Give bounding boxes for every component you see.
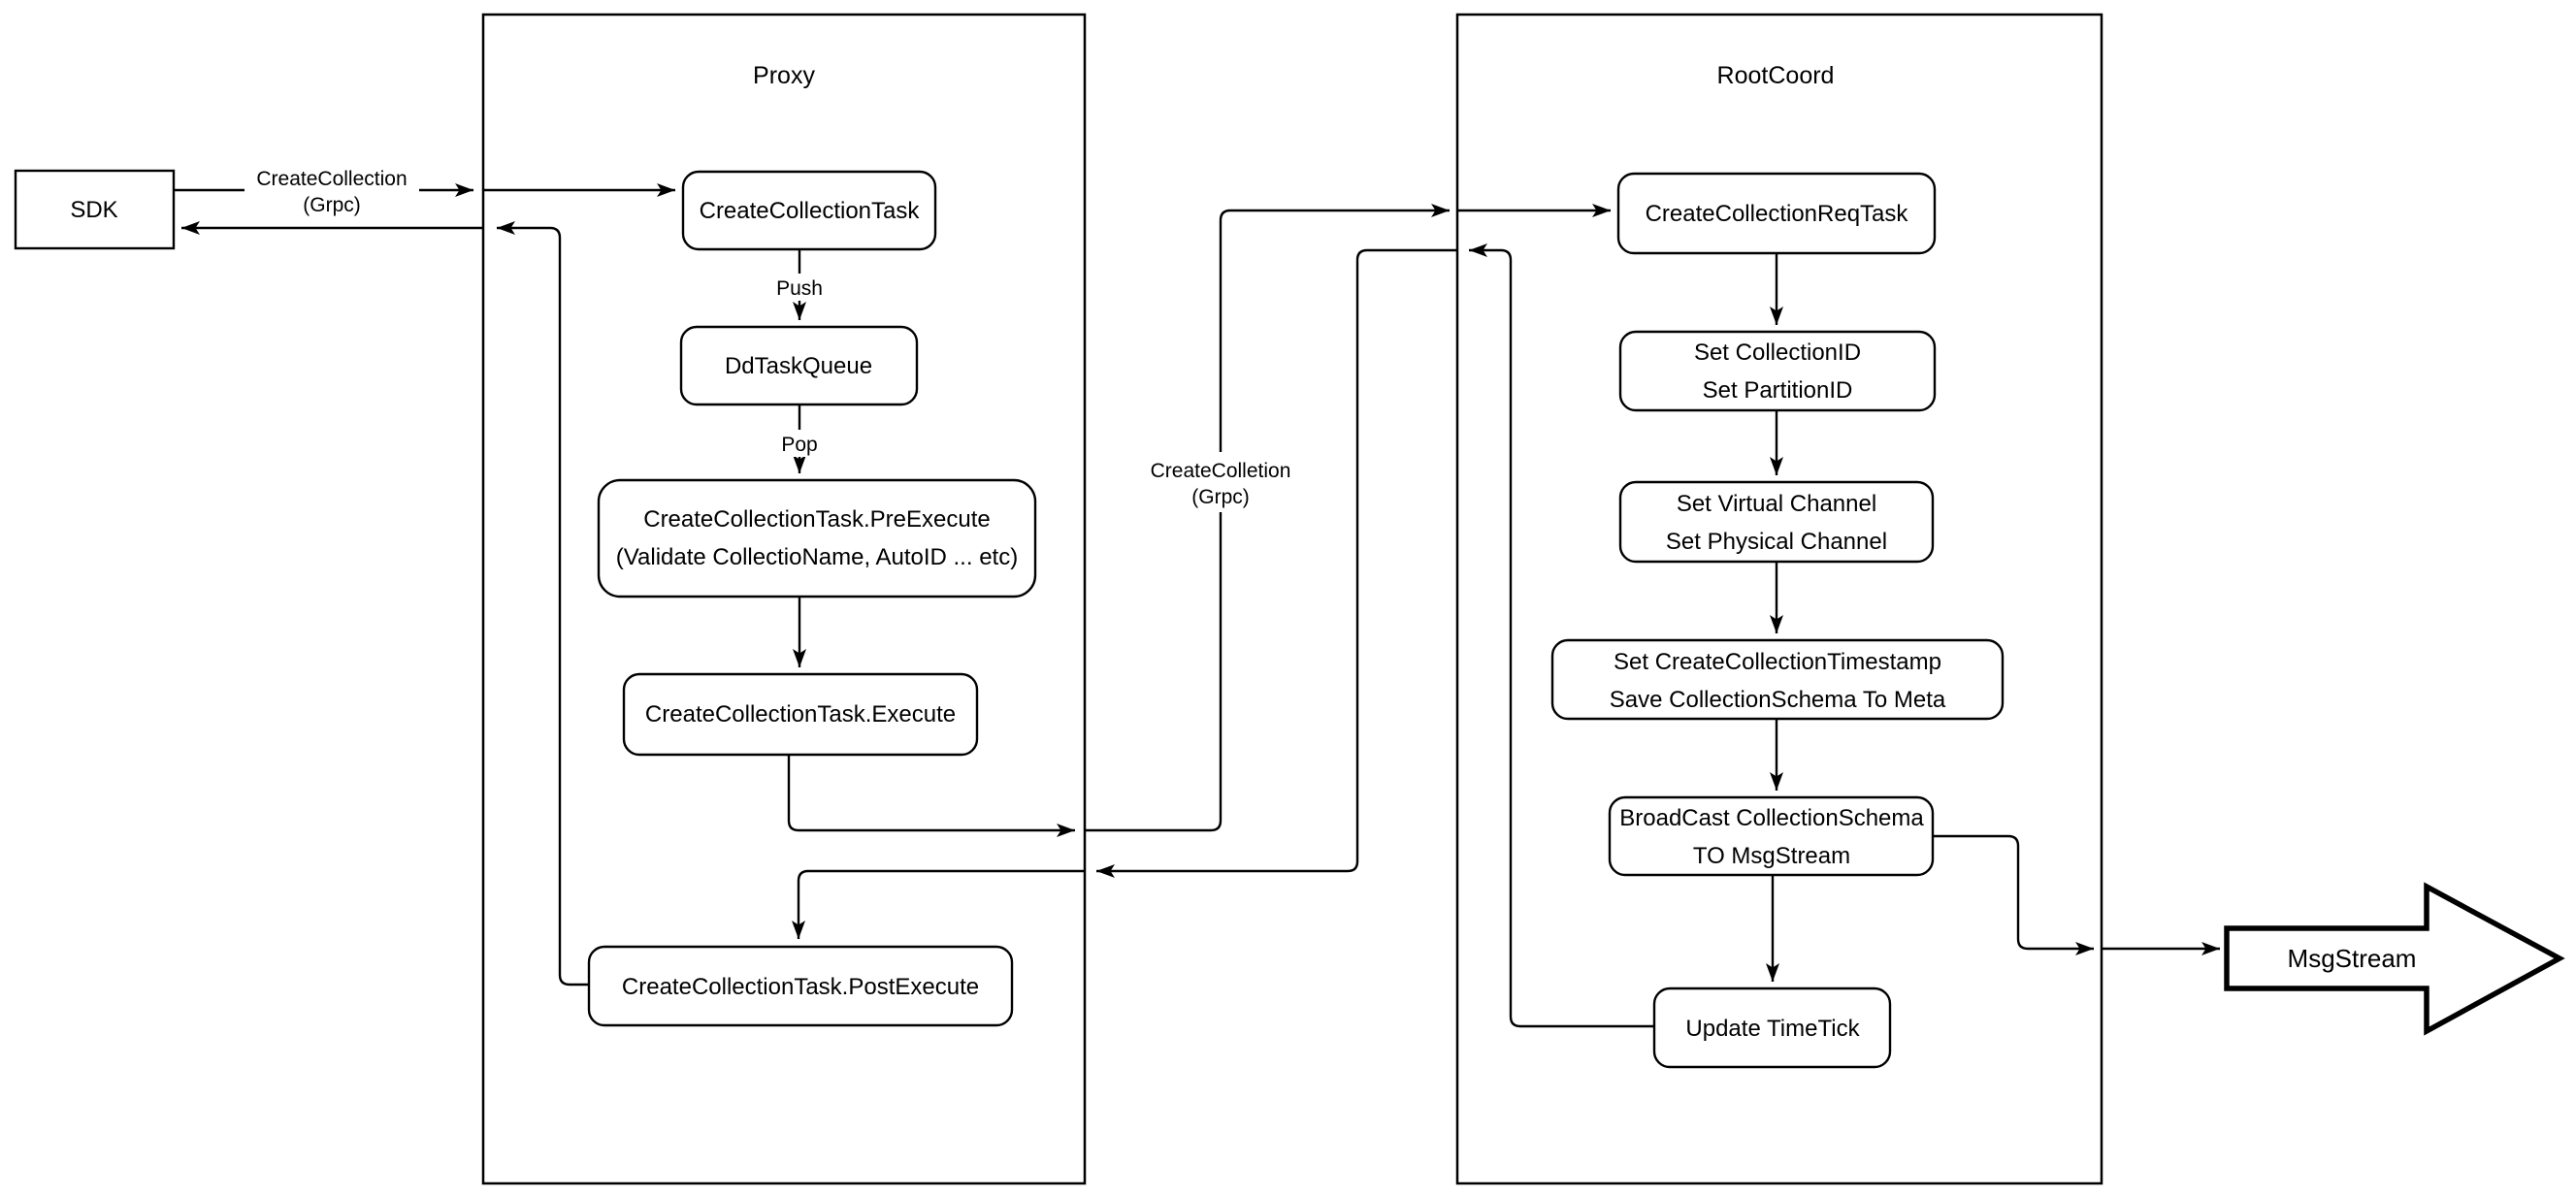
pre-execute-label-line2: (Validate CollectioName, AutoID ... etc)	[616, 544, 1018, 570]
edge-proxy-border-to-postexecute	[792, 869, 1085, 939]
broadcast-label-line1: BroadCast CollectionSchema	[1619, 805, 1924, 831]
pre-execute-label-line1: CreateCollectionTask.PreExecute	[643, 506, 991, 533]
sdk-grpc-label-line1: CreateCollection	[256, 168, 407, 190]
edge-execute-to-proxy-border	[787, 755, 1075, 837]
create-collection-req-task-node	[1616, 172, 1937, 255]
update-timetick-label: Update TimeTick	[1685, 1016, 1860, 1042]
pop-label-bg	[776, 430, 823, 457]
post-execute-node	[587, 945, 1014, 1027]
sdk-grpc-label-bg	[245, 165, 419, 217]
proxy-grpc-label-line1: CreateColletion	[1151, 460, 1291, 482]
pop-label: Pop	[781, 434, 817, 456]
msgstream-label: MsgStream	[2288, 944, 2417, 973]
set-ids-label-line1: Set CollectionID	[1694, 340, 1861, 366]
set-channels-label-line2: Set Physical Channel	[1666, 529, 1887, 555]
proxy-container-title: Proxy	[753, 62, 815, 89]
create-collection-task-node	[681, 170, 937, 251]
rootcoord-container	[1455, 13, 2103, 1185]
edge-postexecute-to-proxy-border	[497, 221, 589, 987]
pre-execute-node	[597, 478, 1037, 598]
proxy-grpc-label-bg	[1143, 452, 1298, 512]
proxy-container	[481, 13, 1087, 1185]
execute-label: CreateCollectionTask.Execute	[645, 701, 956, 728]
edge-rootcoord-border-to-proxy-border-return	[1096, 248, 1457, 878]
set-channels-node	[1618, 480, 1935, 564]
set-timestamp-label-line1: Set CreateCollectionTimestamp	[1614, 649, 1941, 675]
set-ids-node	[1618, 330, 1937, 412]
set-timestamp-label-line2: Save CollectionSchema To Meta	[1610, 687, 1946, 713]
broadcast-node	[1608, 795, 1935, 877]
push-label: Push	[776, 277, 823, 300]
proxy-grpc-label-line2: (Grpc)	[1191, 486, 1250, 508]
rootcoord-container-title: RootCoord	[1717, 62, 1835, 89]
post-execute-label: CreateCollectionTask.PostExecute	[622, 974, 979, 1000]
sdk-node	[14, 169, 176, 250]
msgstream-arrow-shape	[2224, 882, 2565, 1036]
edge-broadcast-to-rootcoord-border	[1933, 834, 2094, 955]
sdk-grpc-label-line2: (Grpc)	[303, 194, 361, 216]
create-collection-req-task-label: CreateCollectionReqTask	[1646, 201, 1909, 227]
set-channels-label-line1: Set Virtual Channel	[1677, 491, 1876, 517]
edge-proxy-border-to-rootcoord-border	[1085, 204, 1450, 832]
dd-task-queue-node	[679, 325, 919, 406]
execute-node	[622, 672, 979, 757]
broadcast-label-line2: TO MsgStream	[1693, 843, 1850, 869]
set-ids-label-line2: Set PartitionID	[1703, 377, 1853, 404]
update-timetick-node	[1652, 987, 1892, 1069]
create-collection-task-label: CreateCollectionTask	[700, 198, 921, 224]
dd-task-queue-label: DdTaskQueue	[725, 353, 872, 379]
set-timestamp-node	[1550, 638, 2005, 721]
edge-updatetimetick-to-rootcoord-border	[1469, 243, 1654, 1028]
sdk-node-label: SDK	[70, 197, 117, 223]
push-label-bg	[772, 274, 827, 301]
